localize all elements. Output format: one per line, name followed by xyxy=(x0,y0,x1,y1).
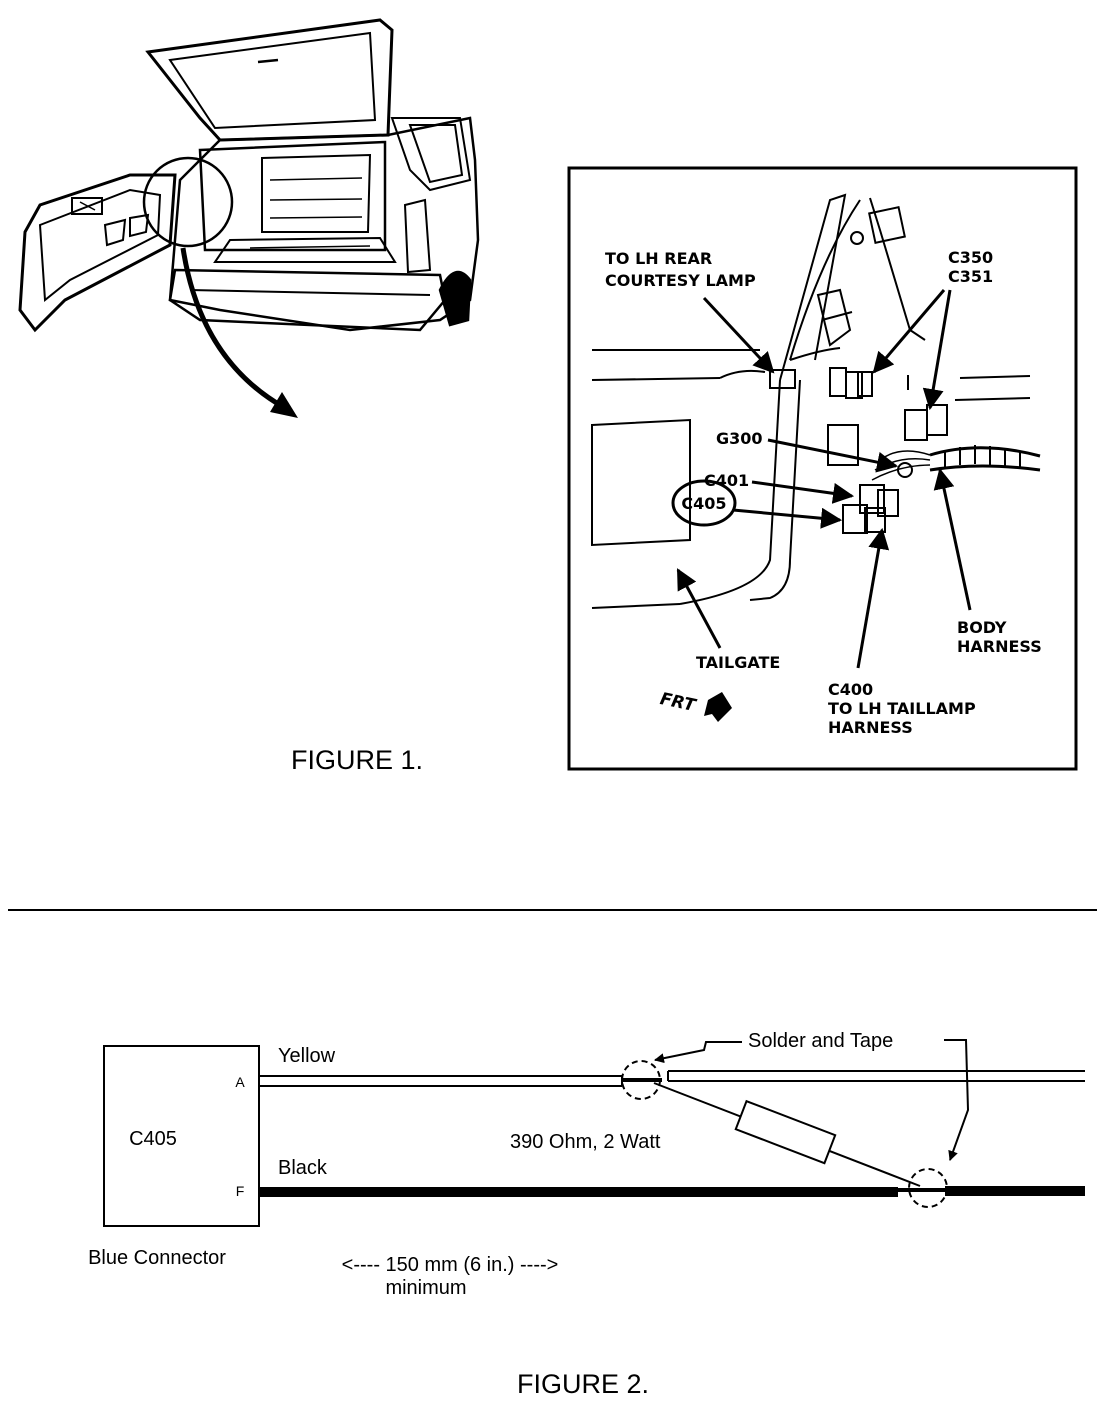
wire-bottom-label: Black xyxy=(278,1157,328,1179)
resistor-label: 390 Ohm, 2 Watt xyxy=(510,1131,661,1153)
splice-note: Solder and Tape xyxy=(748,1030,893,1052)
distance-note: <---- 150 mm (6 in.) ----> xyxy=(342,1254,559,1276)
label-c405: C405 xyxy=(681,494,726,513)
wire-top-label: Yellow xyxy=(278,1045,336,1067)
front-direction-icon xyxy=(704,692,732,722)
pin-f-label: F xyxy=(236,1183,245,1199)
label-g300: G300 xyxy=(716,429,763,448)
label-body-harness-2: HARNESS xyxy=(957,637,1042,656)
splice-leaders xyxy=(654,1039,970,1161)
label-lh-rear-lamp-2: COURTESY LAMP xyxy=(605,271,756,290)
label-c401: C401 xyxy=(704,471,749,490)
connector-id: C405 xyxy=(129,1128,177,1150)
label-c400-harness: HARNESS xyxy=(828,718,913,737)
pin-a-label: A xyxy=(235,1074,245,1090)
detail-inset-frame xyxy=(567,166,1078,771)
connector-caption: Blue Connector xyxy=(88,1247,226,1269)
splice-yellow xyxy=(621,1060,661,1100)
label-frt: FRT xyxy=(658,689,698,716)
label-c350: C350 xyxy=(948,248,993,267)
label-c351: C351 xyxy=(948,267,993,286)
label-lh-rear-lamp-1: TO LH REAR xyxy=(605,249,712,268)
resistor xyxy=(653,1082,921,1187)
splice-black xyxy=(908,1168,948,1208)
yellow-wire xyxy=(259,1070,1085,1087)
black-wire xyxy=(259,1186,1085,1197)
callout-arrows xyxy=(676,289,972,669)
label-tailgate: TAILGATE xyxy=(696,653,780,672)
figure2-caption: FIGURE 2. xyxy=(517,1369,649,1399)
figure1-caption: FIGURE 1. xyxy=(291,745,423,775)
detail-inset-drawing xyxy=(591,193,1041,609)
label-c400-taillamp: TO LH TAILLAMP xyxy=(828,699,976,718)
connector-c405-box xyxy=(103,1045,260,1227)
vehicle-rear-illustration xyxy=(18,18,480,418)
c405-callout-ellipse xyxy=(671,479,737,527)
label-body-harness-1: BODY xyxy=(957,618,1007,637)
label-c400: C400 xyxy=(828,680,873,699)
distance-note-minimum: minimum xyxy=(385,1277,466,1299)
